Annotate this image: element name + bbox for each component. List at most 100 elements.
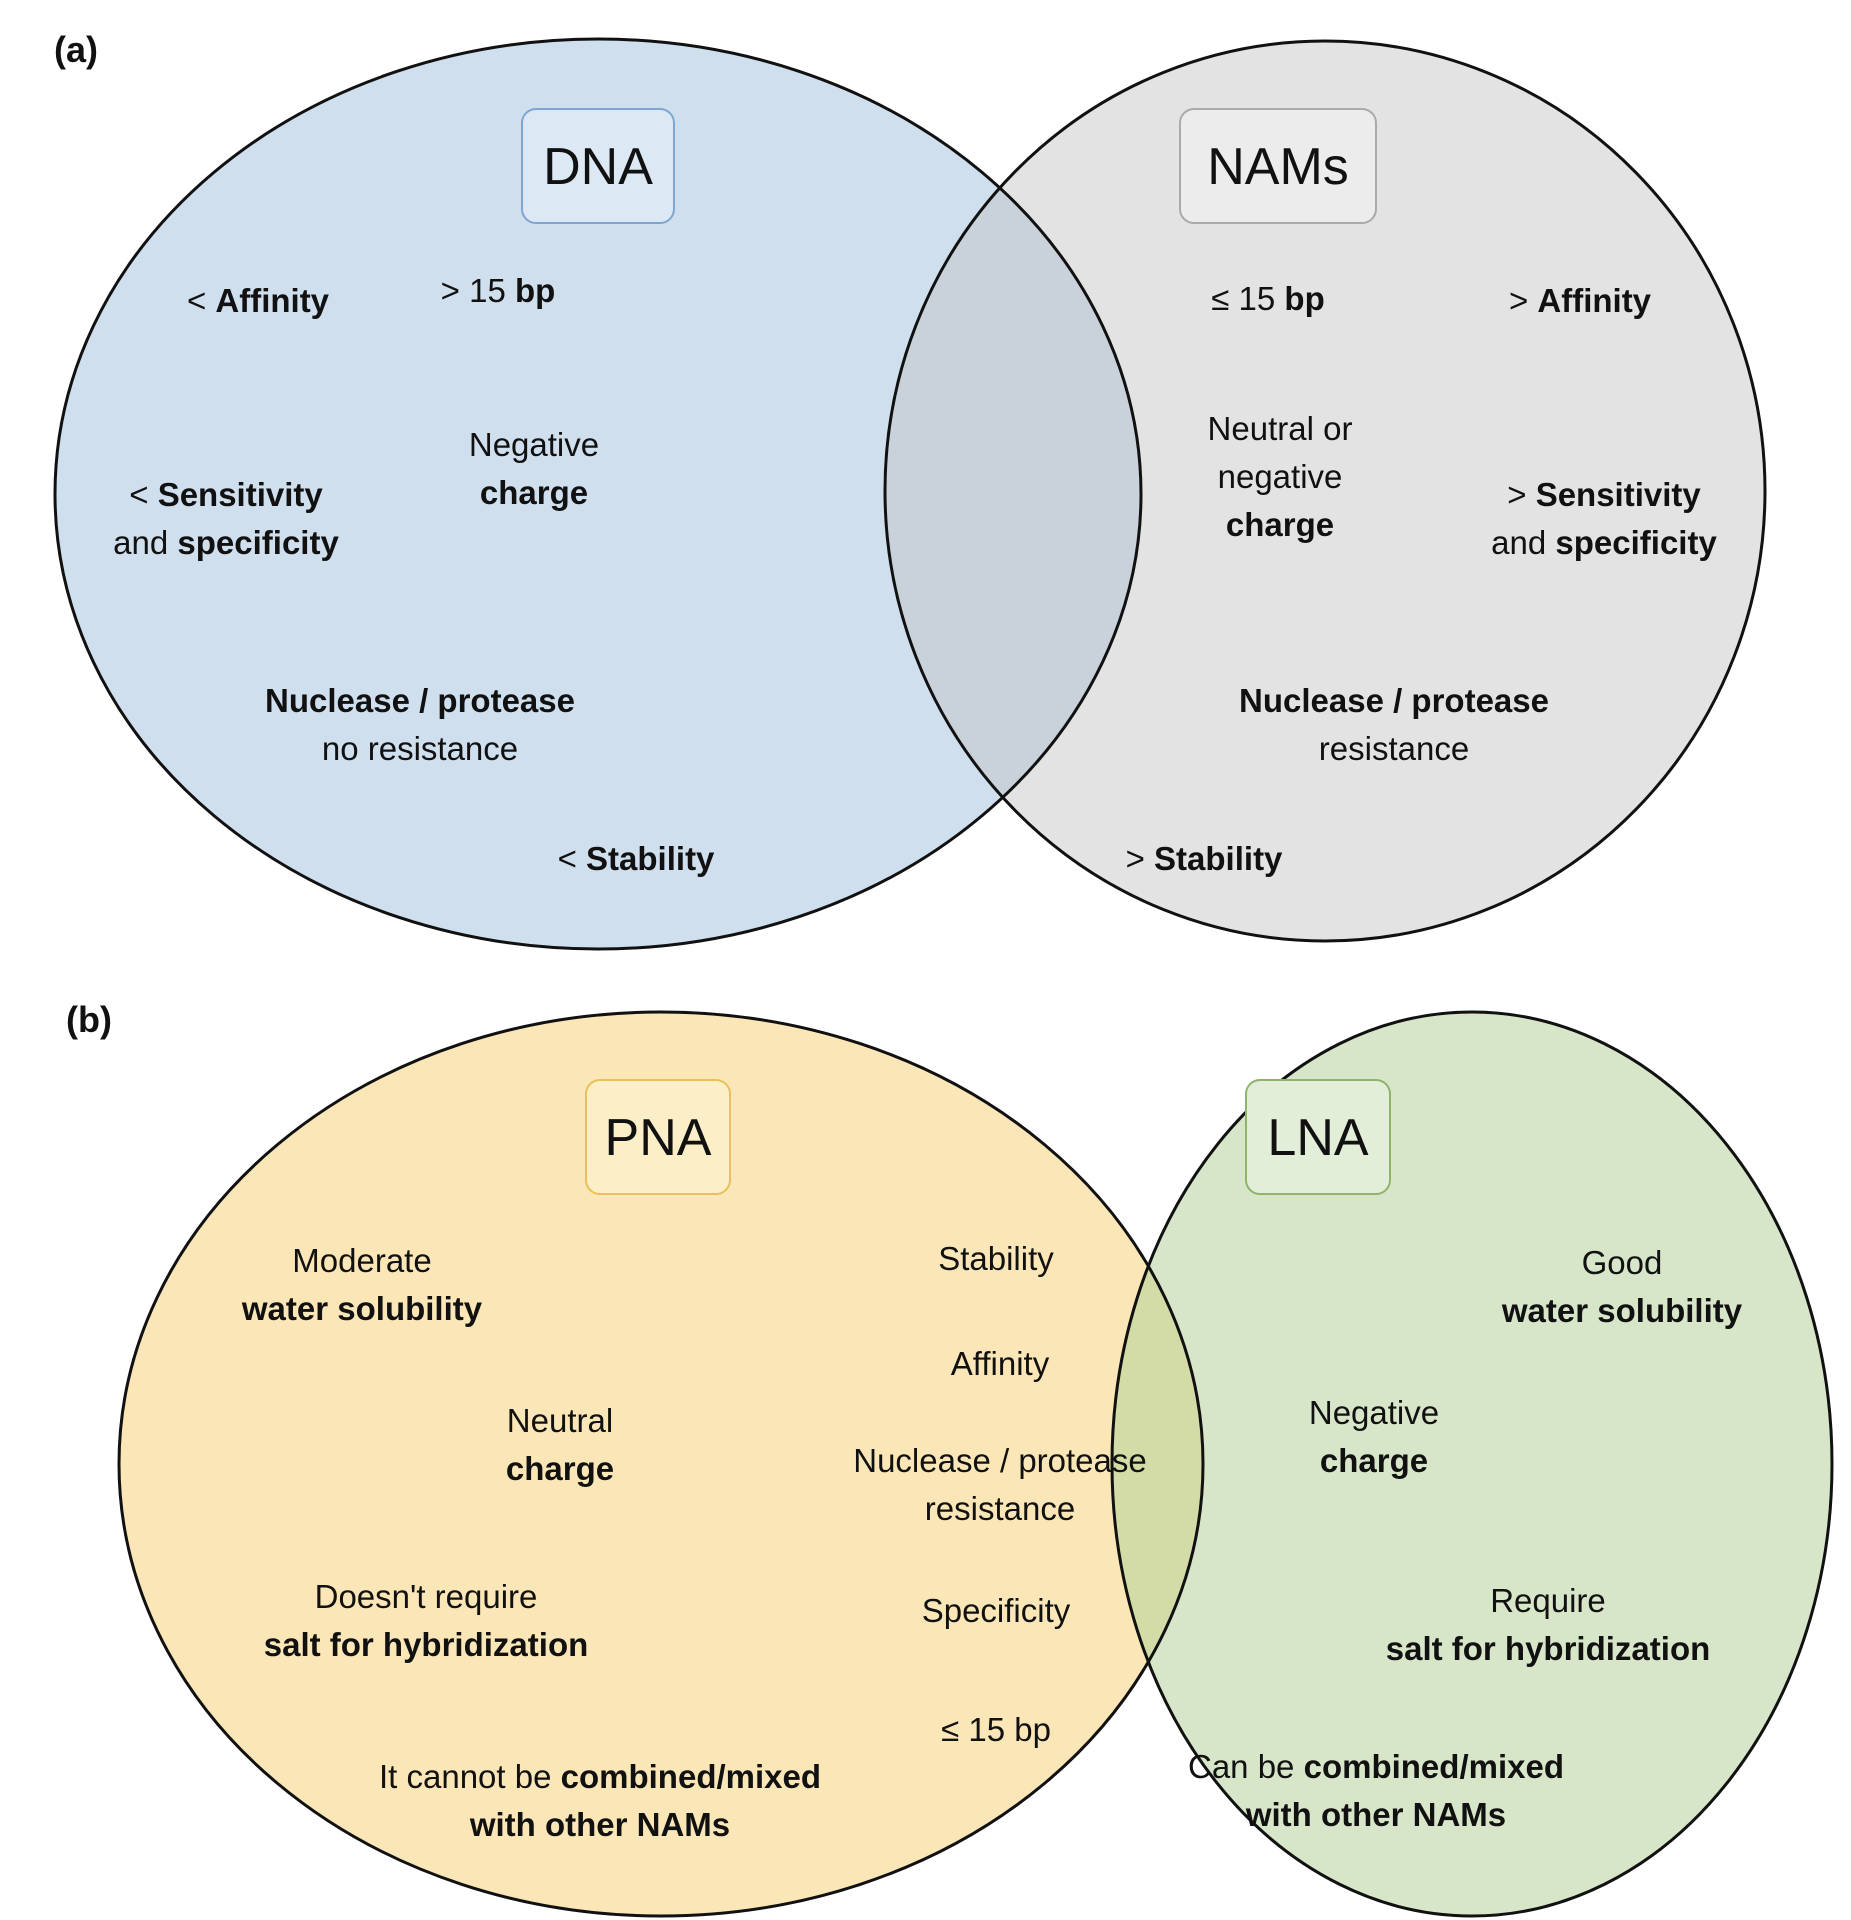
nams-item-3-line-2: negative (1218, 458, 1343, 495)
pna-item-4-text: combined/mixed (561, 1758, 821, 1795)
nams-item-5-text: resistance (1319, 730, 1469, 767)
dna-item-2-line-1: > 15 bp (441, 272, 556, 309)
dna-item-2-text: > 15 (441, 272, 515, 309)
nams-item-1-text: bp (1284, 280, 1324, 317)
dna-item-3-line-2: charge (480, 474, 588, 511)
panel-b-label: (b) (66, 999, 112, 1040)
pna-set-outline (117, 1010, 1205, 1918)
lna-item-4-text: combined/mixed (1304, 1748, 1564, 1785)
lna-title-box (1245, 1079, 1391, 1195)
nams-item-6-text: > (1126, 840, 1154, 877)
lna-item-3-line-1: Require (1490, 1582, 1606, 1619)
dna-item-3-line-1: Negative (469, 426, 599, 463)
dna-item-3-text: charge (480, 474, 588, 511)
pna-item-3-line-1: Doesn't require (315, 1578, 538, 1615)
shared-item-5-text: ≤ 15 bp (941, 1711, 1051, 1748)
dna-set-ellipse (55, 39, 1141, 949)
dna-item-5-line-2: no resistance (322, 730, 518, 767)
pna-item-1-text: water solubility (241, 1290, 483, 1327)
dna-item-6-text: Stability (586, 840, 715, 877)
pna-item-4-text: with other NAMs (469, 1806, 730, 1843)
nams-item-4-text: specificity (1555, 524, 1717, 561)
nams-item-5-line-1: Nuclease / protease (1239, 682, 1549, 719)
dna-item-1-line-1: < Affinity (187, 282, 330, 319)
nams-item-4-text: Sensitivity (1536, 476, 1702, 513)
nams-item-6-line-1: > Stability (1126, 840, 1283, 877)
dna-item-6-text: < (558, 840, 586, 877)
lna-set-ellipse (1112, 1012, 1832, 1916)
lna-item-2-text: Negative (1309, 1394, 1439, 1431)
nams-item-3-line-1: Neutral or (1208, 410, 1353, 447)
nams-item-3-text: Neutral or (1208, 410, 1353, 447)
nams-title: NAMs (1207, 138, 1349, 196)
pna-item-4-line-2: with other NAMs (469, 1806, 730, 1843)
pna-title: PNA (605, 1109, 712, 1167)
nams-item-3-text: negative (1218, 458, 1343, 495)
shared-item-5-line-1: ≤ 15 bp (941, 1711, 1051, 1748)
pna-item-1-text: Moderate (292, 1242, 431, 1279)
nams-item-1-line-1: ≤ 15 bp (1211, 280, 1324, 317)
nams-item-2-text: Affinity (1537, 282, 1651, 319)
lna-item-2-text: charge (1320, 1442, 1428, 1479)
shared-item-3-text: Nuclease / protease (853, 1442, 1147, 1479)
dna-set-outline (53, 37, 1143, 951)
lna-item-4-text: with other NAMs (1245, 1796, 1506, 1833)
pna-title-box (585, 1079, 731, 1195)
pna-item-1-line-2: water solubility (241, 1290, 483, 1327)
nams-item-3-text: charge (1226, 506, 1334, 543)
lna-set-outline (1110, 1010, 1834, 1918)
nams-item-4-text: and (1491, 524, 1555, 561)
dna-item-5-line-1: Nuclease / protease (265, 682, 575, 719)
lna-item-1-text: Good (1582, 1244, 1663, 1281)
dna-item-1-text: < (187, 282, 215, 319)
pna-item-1-line-1: Moderate (292, 1242, 431, 1279)
pna-item-2-text: Neutral (507, 1402, 613, 1439)
dna-item-6-line-1: < Stability (558, 840, 715, 877)
nams-item-3-line-3: charge (1226, 506, 1334, 543)
shared-item-4-text: Specificity (922, 1592, 1071, 1629)
pna-item-3-text: salt for hybridization (264, 1626, 589, 1663)
shared-item-3-line-1: Nuclease / protease (853, 1442, 1147, 1479)
nams-item-4-line-1: > Sensitivity (1507, 476, 1701, 513)
lna-item-3-line-2: salt for hybridization (1386, 1630, 1711, 1667)
pna-item-4-text: It cannot be (379, 1758, 561, 1795)
lna-item-3-text: salt for hybridization (1386, 1630, 1711, 1667)
shared-item-2-text: Affinity (951, 1345, 1050, 1382)
nams-item-4-text: > (1507, 476, 1535, 513)
pna-item-2-text: charge (506, 1450, 614, 1487)
pna-item-3-line-2: salt for hybridization (264, 1626, 589, 1663)
lna-item-3-text: Require (1490, 1582, 1606, 1619)
shared-item-1-text: Stability (938, 1240, 1054, 1277)
lna-item-1-line-2: water solubility (1501, 1292, 1743, 1329)
nams-item-6-text: Stability (1154, 840, 1283, 877)
pna-item-4-line-1: It cannot be combined/mixed (379, 1758, 821, 1795)
dna-item-5-text: no resistance (322, 730, 518, 767)
dna-item-4-text: specificity (177, 524, 339, 561)
dna-item-3-text: Negative (469, 426, 599, 463)
shared-item-4-line-1: Specificity (922, 1592, 1071, 1629)
pna-item-2-line-2: charge (506, 1450, 614, 1487)
dna-item-4-text: and (113, 524, 177, 561)
nams-item-2-text: > (1509, 282, 1537, 319)
dna-item-4-text: Sensitivity (158, 476, 324, 513)
dna-item-4-text: < (129, 476, 157, 513)
shared-item-2-line-1: Affinity (951, 1345, 1050, 1382)
lna-item-4-text: Can be (1188, 1748, 1304, 1785)
nams-set-ellipse (885, 41, 1765, 941)
dna-item-2-text: bp (515, 272, 555, 309)
nams-item-2-line-1: > Affinity (1509, 282, 1652, 319)
lna-item-4-line-2: with other NAMs (1245, 1796, 1506, 1833)
dna-item-5-text: Nuclease / protease (265, 682, 575, 719)
shared-item-1-line-1: Stability (938, 1240, 1054, 1277)
nams-item-1-text: ≤ 15 (1211, 280, 1284, 317)
dna-title: DNA (543, 138, 653, 196)
lna-item-1-text: water solubility (1501, 1292, 1743, 1329)
lna-item-2-line-2: charge (1320, 1442, 1428, 1479)
shared-item-3-line-2: resistance (925, 1490, 1075, 1527)
shared-item-3-text: resistance (925, 1490, 1075, 1527)
lna-title: LNA (1267, 1109, 1368, 1167)
